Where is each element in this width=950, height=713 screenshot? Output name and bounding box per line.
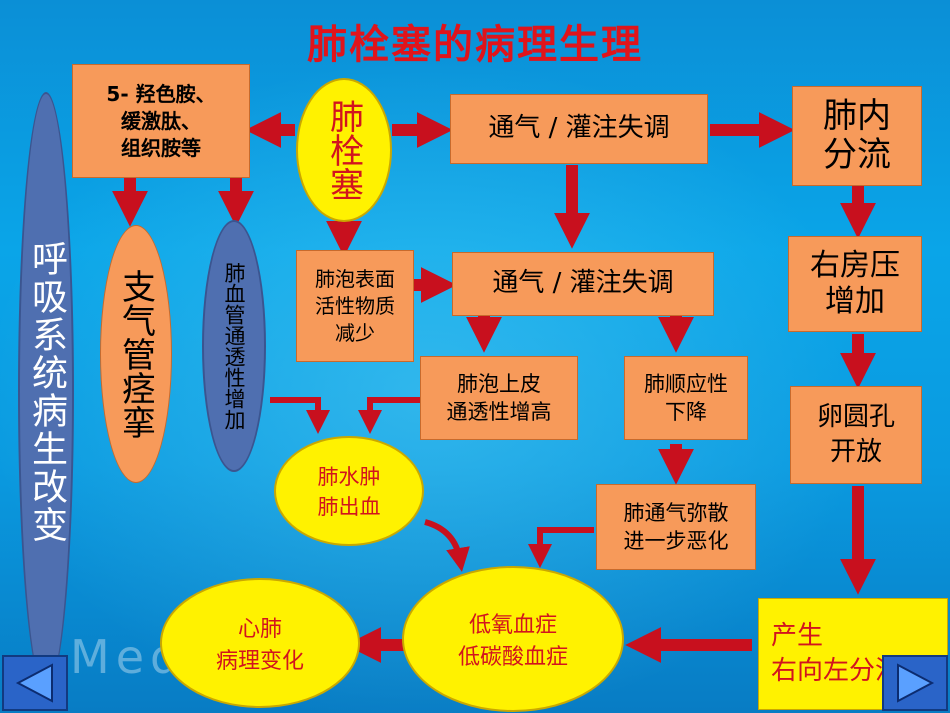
alveolar-permeability-label: 肺泡上皮 通透性增高 [446,371,552,424]
hypoxemia-ellipse: 低氧血症 低碳酸血症 [402,566,624,712]
respiratory-changes-ellipse: 呼吸系统病生改变 [18,92,74,692]
pulmonary-edema-label: 肺水肿 肺出血 [317,465,381,519]
respiratory-changes-label: 呼吸系统病生改变 [26,240,67,544]
bronchospasm-ellipse: 支气管痉挛 [100,225,172,483]
surfactant-box: 肺泡表面 活性物质 减少 [296,250,414,362]
arrow-dispersion-to-hypoxemia [528,527,594,568]
right-to-left-shunt-box: 产生 右向左分流 [758,598,948,710]
vq-mismatch-mid-label: 通气 / 灌注失调 [492,268,674,299]
alveolar-permeability-box: 肺泡上皮 通透性增高 [420,356,578,440]
right-to-left-shunt-label: 产生 右向左分流 [771,620,902,686]
left-triangle-icon [15,663,53,703]
cardiopulmonary-ellipse: 心肺 病理变化 [160,578,360,708]
compliance-label: 肺顺应性 下降 [644,371,728,424]
foramen-ovale-box: 卵圆孔 开放 [790,386,922,484]
vascular-permeability-ellipse: 肺血管通透性增加 [202,220,266,472]
right-atrial-pressure-box: 右房压 增加 [788,236,922,332]
pulmonary-embolism-ellipse: 肺栓塞 [296,78,392,222]
intrapulmonary-shunt-box: 肺内 分流 [792,86,922,186]
ventilation-dispersion-box: 肺通气弥散 进一步恶化 [596,484,756,570]
vq-mismatch-top-box: 通气 / 灌注失调 [450,94,708,164]
arrow-alveolar-to-edema [358,397,420,434]
previous-slide-button[interactable] [2,655,68,711]
cardiopulmonary-label: 心肺 病理变化 [215,617,304,674]
mediators-box: 5- 羟色胺、 缓激肽、 组织胺等 [72,64,250,178]
ventilation-dispersion-label: 肺通气弥散 进一步恶化 [623,500,729,553]
pulmonary-embolism-label: 肺栓塞 [323,99,364,201]
bronchospasm-label: 支气管痉挛 [115,269,156,439]
page-title: 肺栓塞的病理生理 [307,22,643,68]
surfactant-label: 肺泡表面 活性物质 减少 [315,266,395,345]
compliance-box: 肺顺应性 下降 [624,356,748,440]
vascular-permeability-label: 肺血管通透性增加 [222,262,246,430]
mediators-label: 5- 羟色胺、 缓激肽、 组织胺等 [106,81,216,160]
right-atrial-pressure-label: 右房压 增加 [810,248,900,319]
hypoxemia-label: 低氧血症 低碳酸血症 [457,613,568,670]
arrow-vascular-to-edema [270,397,330,434]
next-slide-button[interactable] [882,655,948,711]
vq-mismatch-top-label: 通气 / 灌注失调 [488,113,670,144]
right-triangle-icon [897,663,935,703]
vq-mismatch-mid-box: 通气 / 灌注失调 [452,252,714,316]
pulmonary-edema-ellipse: 肺水肿 肺出血 [274,436,424,546]
foramen-ovale-label: 卵圆孔 开放 [816,401,895,467]
intrapulmonary-shunt-label: 肺内 分流 [823,95,891,175]
arrow-edema-to-hypoxemia [424,519,470,572]
